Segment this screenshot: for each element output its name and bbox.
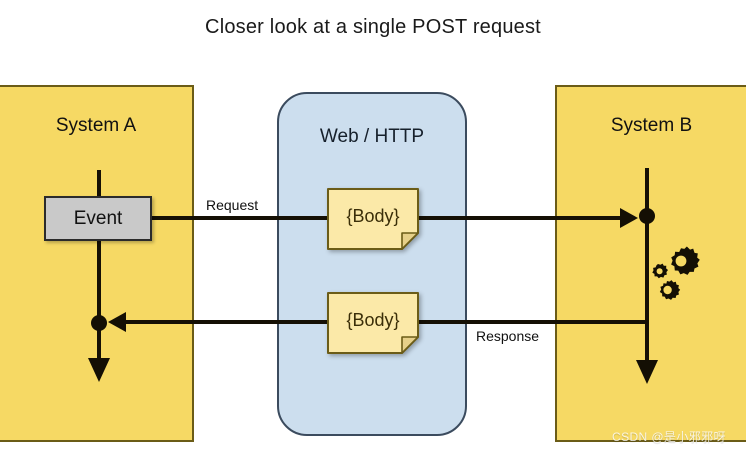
- request-line-right: [415, 216, 630, 220]
- panel-web-http-label: Web / HTTP: [319, 126, 425, 147]
- arrow-left-response: [108, 312, 126, 332]
- panel-system-b-label: System B: [610, 115, 693, 136]
- flow-line-a-top: [97, 170, 101, 198]
- diagram-title: Closer look at a single POST request: [205, 16, 541, 38]
- panel-system-b: System B: [555, 85, 746, 442]
- event-node[interactable]: Event: [44, 196, 152, 241]
- flow-line-b-top: [645, 168, 649, 216]
- flow-line-b-mid: [645, 222, 649, 368]
- event-node-label: Event: [73, 207, 123, 229]
- junction-dot-system-b: [639, 208, 655, 224]
- response-line-left: [118, 320, 330, 324]
- edge-label-request: Request: [203, 196, 262, 214]
- body-note-response[interactable]: {Body}: [327, 292, 419, 354]
- request-line-left: [150, 216, 330, 220]
- edge-label-response: Response: [473, 327, 543, 345]
- gears-icon: [645, 245, 707, 307]
- flow-line-a-bottom: [97, 330, 101, 362]
- arrow-down-system-a: [88, 358, 110, 382]
- body-note-request[interactable]: {Body}: [327, 188, 419, 250]
- flow-line-a-mid: [97, 240, 101, 322]
- panel-system-a-label: System A: [55, 115, 137, 136]
- note-shape-icon: [327, 188, 419, 250]
- arrow-down-system-b: [636, 360, 658, 384]
- body-note-request-label: {Body}: [346, 205, 400, 226]
- body-note-response-label: {Body}: [346, 309, 400, 330]
- junction-dot-system-a: [91, 315, 107, 331]
- response-line-right: [415, 320, 647, 324]
- panel-web-http: Web / HTTP: [277, 92, 467, 436]
- arrow-right-request: [620, 208, 638, 228]
- watermark: CSDN @是小邪邪呀: [612, 430, 726, 444]
- note-shape-icon: [327, 292, 419, 354]
